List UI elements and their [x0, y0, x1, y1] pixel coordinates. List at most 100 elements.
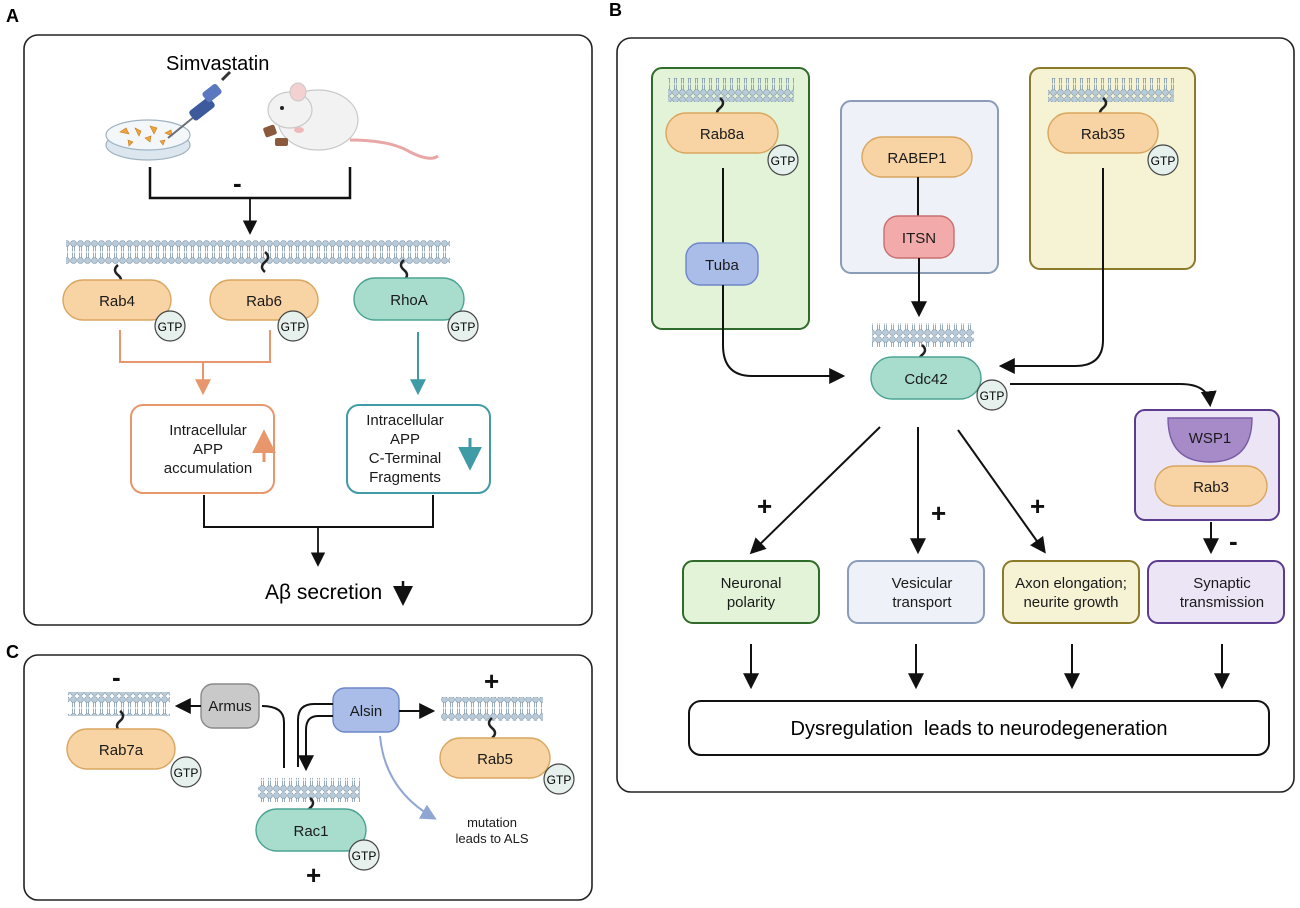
rab35-to-cdc42-arrow — [998, 168, 1104, 374]
gtp-badge-rab7a — [170, 756, 202, 788]
gtp-label: GTP — [158, 320, 183, 334]
outcome-right-line2: APP — [390, 431, 420, 448]
rab-join-connector — [119, 330, 271, 363]
gtp-badge-rac1 — [348, 839, 380, 871]
armus-label: Armus — [208, 698, 251, 715]
rab5-anchor — [487, 717, 497, 739]
rab4-protein — [62, 279, 172, 321]
gtp-label: GTP — [1151, 154, 1176, 168]
membrane-rac1 — [258, 778, 360, 802]
rab8a-protein — [665, 112, 779, 154]
inhibit-sign: - — [233, 168, 242, 198]
app-ctf-box — [346, 404, 491, 494]
membrane-rab35 — [1048, 78, 1174, 102]
rab3-protein — [1154, 465, 1268, 507]
mutation-line2: leads to ALS — [456, 831, 529, 846]
rab7a-label: Rab7a — [99, 742, 144, 759]
rhoa-protein — [353, 277, 465, 321]
outcome-right-line3: C-Terminal — [369, 450, 442, 467]
plus-sign-vesicular: + — [931, 498, 946, 528]
itsn-label: ITSN — [902, 230, 936, 247]
membrane-rab7a — [68, 692, 170, 716]
outcome-right-line4: Fragments — [369, 469, 441, 486]
gtp-badge-rab6 — [277, 310, 309, 342]
gtp-label: GTP — [451, 320, 476, 334]
synaptic-line1: Synaptic — [1193, 575, 1251, 592]
outcome-left-line3: accumulation — [164, 460, 252, 477]
rab8a-label: Rab8a — [700, 126, 745, 143]
rab6-label: Rab6 — [246, 293, 282, 310]
simvastatin-label: Simvastatin — [166, 53, 269, 75]
rhoa-label: RhoA — [390, 292, 428, 309]
synaptic-transmission-box — [1147, 560, 1285, 624]
outcome-right-line1: Intracellular — [366, 412, 444, 429]
gtp-label: GTP — [281, 320, 306, 334]
arrow-to-neuronal-polarity — [749, 426, 881, 555]
rab5-label: Rab5 — [477, 751, 513, 768]
rac1-to-armus-link — [261, 705, 285, 768]
wsp1-label: WSP1 — [1189, 430, 1232, 447]
alsin-to-rac1-arrow — [298, 715, 333, 772]
synaptic-line2: transmission — [1180, 594, 1264, 611]
membrane-rab8a — [668, 78, 794, 102]
panel-c-letter: C — [6, 642, 19, 662]
plus-sign-rab5: + — [484, 666, 499, 696]
tuba-to-cdc42-arrow — [722, 285, 846, 384]
rab35-protein — [1047, 112, 1159, 154]
rab6-protein — [209, 279, 319, 321]
gtp-label: GTP — [771, 154, 796, 168]
axon-line1: Axon elongation; — [1015, 575, 1127, 592]
rac1-label: Rac1 — [293, 823, 328, 840]
vesicular-line2: transport — [892, 594, 952, 611]
axon-line2: neurite growth — [1023, 594, 1118, 611]
axon-elongation-box — [1002, 560, 1140, 624]
cdc42-to-wsp1-arrow — [1010, 383, 1217, 408]
cdc42-label: Cdc42 — [904, 371, 947, 388]
gtp-badge-cdc42 — [976, 379, 1008, 411]
petri-dish-icon — [105, 119, 191, 161]
rab6-anchor — [260, 251, 270, 273]
alsin-to-rac1-arrow-top — [297, 703, 333, 767]
gtp-label: GTP — [547, 773, 572, 787]
neuronal-line2: polarity — [727, 594, 776, 611]
rab7a-anchor — [115, 710, 125, 732]
plus-sign-rac1: + — [306, 860, 321, 890]
rab8a-tuba-box — [651, 67, 810, 330]
rab5-protein — [439, 737, 551, 779]
gtp-badge-rhoa — [447, 310, 479, 342]
neuronal-line1: Neuronal — [721, 575, 782, 592]
wsp1-protein — [1167, 417, 1253, 463]
neurodegeneration-label: Dysregulation leads to neurodegeneration — [791, 718, 1168, 740]
vesicular-line1: Vesicular — [892, 575, 953, 592]
plus-sign-axon: + — [1030, 491, 1045, 521]
panel-b-letter: B — [609, 0, 622, 20]
rab3-label: Rab3 — [1193, 479, 1229, 496]
gtp-label: GTP — [980, 389, 1005, 403]
gtp-label: GTP — [174, 766, 199, 780]
rabep1-label: RABEP1 — [887, 150, 946, 167]
neuronal-polarity-box — [682, 560, 820, 624]
membrane-a — [66, 240, 450, 264]
rab35-label: Rab35 — [1081, 126, 1125, 143]
rhoa-anchor — [399, 259, 409, 281]
cdc42-protein — [870, 356, 982, 400]
panel-a-letter: A — [6, 6, 19, 26]
mutation-arrow — [379, 735, 437, 820]
pipette-icon — [167, 70, 232, 139]
rab7a-protein — [66, 728, 176, 770]
gtp-badge-rab35 — [1147, 144, 1179, 176]
gtp-label: GTP — [352, 849, 377, 863]
gtp-badge-rab8a — [767, 144, 799, 176]
membrane-cdc42 — [872, 323, 974, 347]
neurodegeneration-box — [688, 700, 1270, 756]
arrow-to-axon-elongation — [957, 429, 1046, 554]
gtp-badge-rab4 — [154, 310, 186, 342]
gtp-badge-rab5 — [543, 763, 575, 795]
rac1-protein — [255, 808, 367, 852]
tuba-label: Tuba — [705, 257, 739, 274]
vesicular-transport-box — [847, 560, 985, 624]
abeta-secretion-label: Aβ secretion — [265, 581, 382, 604]
mutation-line1: mutation — [467, 815, 517, 830]
rab4-label: Rab4 — [99, 293, 135, 310]
